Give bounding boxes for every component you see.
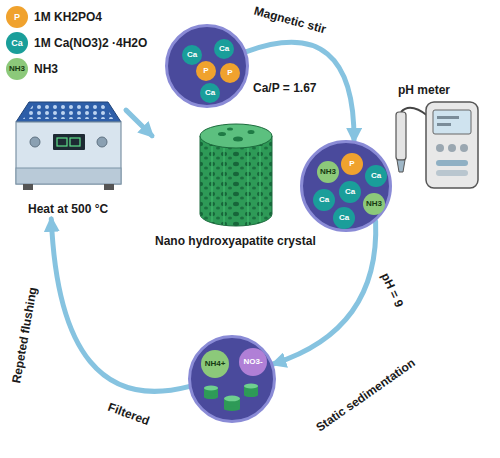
ion-ball: P xyxy=(220,63,240,83)
ion-ball: NH3 xyxy=(317,161,339,183)
ion-ball: Ca xyxy=(339,181,361,203)
ion-ball: P xyxy=(196,61,216,81)
ion-ball: NH4+ xyxy=(201,350,229,378)
ion-ball: P xyxy=(341,153,363,175)
process-arrow xyxy=(247,42,355,140)
ion-ball: Ca xyxy=(365,165,387,187)
furnace-illustration xyxy=(11,98,126,198)
edge-label: Magnetic stir xyxy=(250,3,329,37)
legend-text: NH3 xyxy=(34,62,58,76)
edge-label: pH = 9 xyxy=(377,269,407,312)
ion-ball: Ca xyxy=(333,207,355,229)
ion-ball: NO3- xyxy=(239,348,267,376)
legend-swatch: P xyxy=(6,6,28,28)
process-arrow xyxy=(126,110,152,136)
swatch-letter: P xyxy=(14,13,20,22)
annotation-label: pH meter xyxy=(396,83,452,97)
ion-ball: Ca xyxy=(313,189,335,211)
solution-circle: NH4+ NO3- xyxy=(188,335,276,423)
ion-ball: NH3 xyxy=(363,193,385,215)
swatch-letter: Ca xyxy=(11,39,23,48)
annotation-label: Static sedimentation xyxy=(312,354,420,435)
annotation-label: Ca/P = 1.67 xyxy=(251,81,319,95)
node-caption: Heat at 500 °C xyxy=(28,202,108,216)
precipitate-crystals xyxy=(188,335,276,423)
legend-text: 1M Ca(NO3)2 ·4H2O xyxy=(34,36,147,50)
crystal-node: Nano hydroxyapatite crystal xyxy=(152,120,319,251)
solution-circle: NH3PCaCaCaNH3Ca xyxy=(300,140,392,232)
swatch-letter: NH3 xyxy=(9,65,25,73)
legend-swatch: NH3 xyxy=(6,58,28,80)
ion-ball: Ca xyxy=(214,39,234,59)
edge-label: Filtered xyxy=(104,399,153,429)
node-caption: Nano hydroxyapatite crystal xyxy=(155,234,316,248)
annotation-label: Repeted flushing xyxy=(9,284,41,386)
furnace-node: Heat at 500 °C xyxy=(11,98,126,219)
hydroxyapatite-crystal-illustration xyxy=(196,120,276,230)
legend-text: 1M KH2PO4 xyxy=(34,10,102,24)
ion-ball: Ca xyxy=(200,83,220,103)
solution-circle: CaCaPPCa xyxy=(165,24,249,108)
legend-swatch: Ca xyxy=(6,32,28,54)
